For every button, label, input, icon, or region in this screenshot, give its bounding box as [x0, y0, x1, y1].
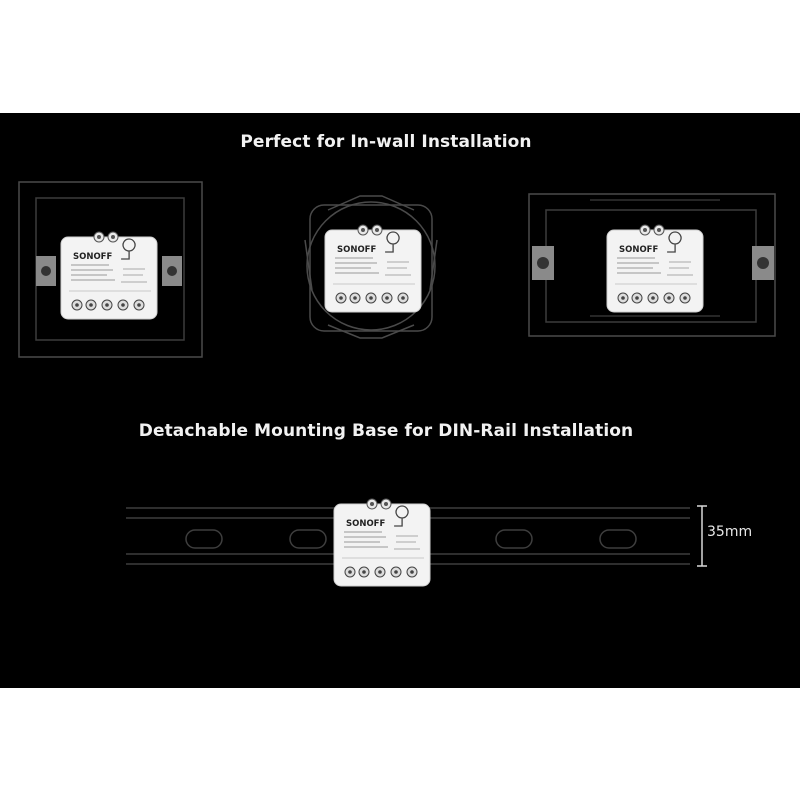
device-module: [60, 231, 158, 320]
square-wall-box: [18, 181, 203, 358]
headline-din-rail: Detachable Mounting Base for DIN-Rail In…: [138, 421, 634, 441]
round-wall-box: [304, 195, 438, 339]
device-module: [324, 224, 422, 313]
rail-height-label: 35mm: [707, 524, 753, 540]
rectangular-wall-box: [528, 193, 776, 337]
headline-in-wall: Perfect for In-wall Installation: [240, 132, 532, 152]
device-module: [333, 498, 431, 587]
device-module: [606, 224, 704, 313]
dimension-bracket: [697, 505, 707, 567]
